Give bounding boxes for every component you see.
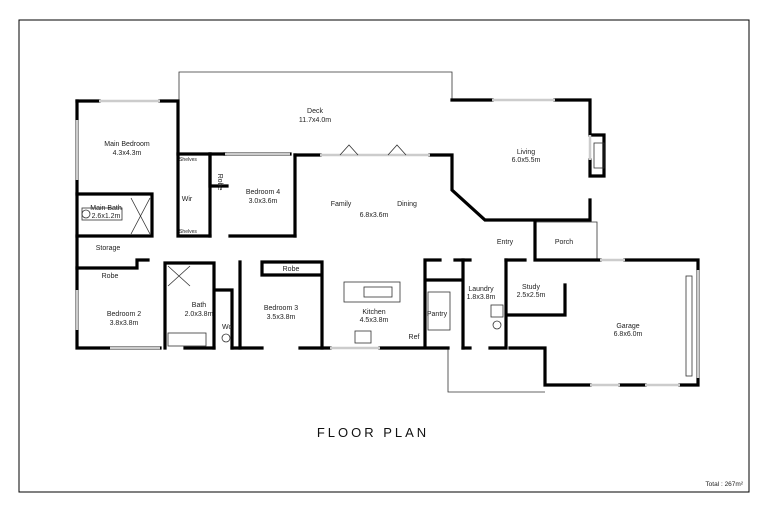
main-bedroom-name: Main Bedroom bbox=[104, 141, 150, 148]
porch-outline bbox=[535, 221, 598, 260]
living-size: 6.0x5.5m bbox=[512, 157, 541, 164]
laundry-tub-icon bbox=[490, 304, 504, 318]
living-name: Living bbox=[517, 149, 535, 156]
bedroom3-name: Bedroom 3 bbox=[264, 305, 298, 312]
bath-size: 2.0x3.8m bbox=[185, 311, 214, 318]
robe-bed4: Robe bbox=[216, 174, 223, 191]
bedroom4-size: 3.0x3.6m bbox=[249, 198, 278, 205]
main-bath-size: 2.6x1.2m bbox=[92, 213, 121, 220]
robe-bed3: Robe bbox=[283, 266, 300, 273]
toilet-icon-main bbox=[81, 209, 91, 219]
family-label: Family bbox=[331, 201, 352, 208]
page-frame bbox=[18, 19, 750, 493]
fixtures bbox=[81, 142, 693, 377]
cooktop-icon bbox=[354, 330, 372, 344]
pantry-label: Pantry bbox=[427, 311, 448, 318]
deck-name: Deck bbox=[307, 108, 323, 115]
bedroom2-name: Bedroom 2 bbox=[107, 311, 141, 318]
kitchen-island bbox=[343, 281, 401, 303]
shower-icon-bath bbox=[167, 265, 191, 287]
entry-label: Entry bbox=[497, 239, 514, 246]
fireplace-icon bbox=[593, 142, 605, 169]
wir-label: Wir bbox=[182, 196, 193, 203]
sink-icon bbox=[363, 286, 393, 298]
shower-icon bbox=[130, 197, 151, 235]
robe-bed2: Robe bbox=[102, 273, 119, 280]
garage-size: 6.8x6.0m bbox=[614, 331, 643, 338]
windows bbox=[75, 98, 700, 387]
laundry-name: Laundry bbox=[468, 286, 494, 293]
washer-icon bbox=[492, 320, 502, 330]
dining-label: Dining bbox=[397, 201, 417, 208]
main-bedroom-size: 4.3x4.3m bbox=[113, 150, 142, 157]
bedroom3-size: 3.5x3.8m bbox=[267, 314, 296, 321]
kitchen-size: 4.5x3.8m bbox=[360, 317, 389, 324]
shelves-top: Shelves bbox=[179, 157, 197, 163]
room-labels: Deck 11.7x4.0m Main Bedroom 4.3x4.3m Mai… bbox=[90, 108, 642, 341]
pantry-shelf bbox=[427, 291, 451, 331]
storage-label: Storage bbox=[96, 245, 121, 252]
study-size: 2.5x2.5m bbox=[517, 292, 546, 299]
main-bath-name: Main Bath bbox=[90, 205, 122, 212]
study-name: Study bbox=[522, 284, 540, 291]
deck-size: 11.7x4.0m bbox=[299, 117, 331, 124]
driveway-outline bbox=[447, 348, 545, 393]
kitchen-name: Kitchen bbox=[362, 309, 385, 316]
walls bbox=[75, 98, 700, 387]
toilet-icon bbox=[221, 333, 231, 343]
laundry-size: 1.8x3.8m bbox=[467, 294, 496, 301]
wc-label: Wc bbox=[222, 324, 233, 331]
garage-name: Garage bbox=[616, 323, 639, 330]
bathtub-icon bbox=[167, 332, 207, 347]
family-dining-size: 6.8x3.6m bbox=[360, 212, 389, 219]
bifold-doors bbox=[339, 144, 407, 156]
ref-label: Ref bbox=[409, 334, 420, 341]
bath-name: Bath bbox=[192, 302, 207, 309]
porch-label: Porch bbox=[555, 239, 573, 246]
total-area: Total : 267m² bbox=[705, 481, 743, 488]
bedroom4-name: Bedroom 4 bbox=[246, 189, 280, 196]
shelves-bottom: Shelves bbox=[179, 229, 197, 235]
bedroom2-size: 3.8x3.8m bbox=[110, 320, 139, 327]
garage-door bbox=[685, 275, 693, 377]
plan-title: FLOOR PLAN bbox=[317, 425, 429, 440]
